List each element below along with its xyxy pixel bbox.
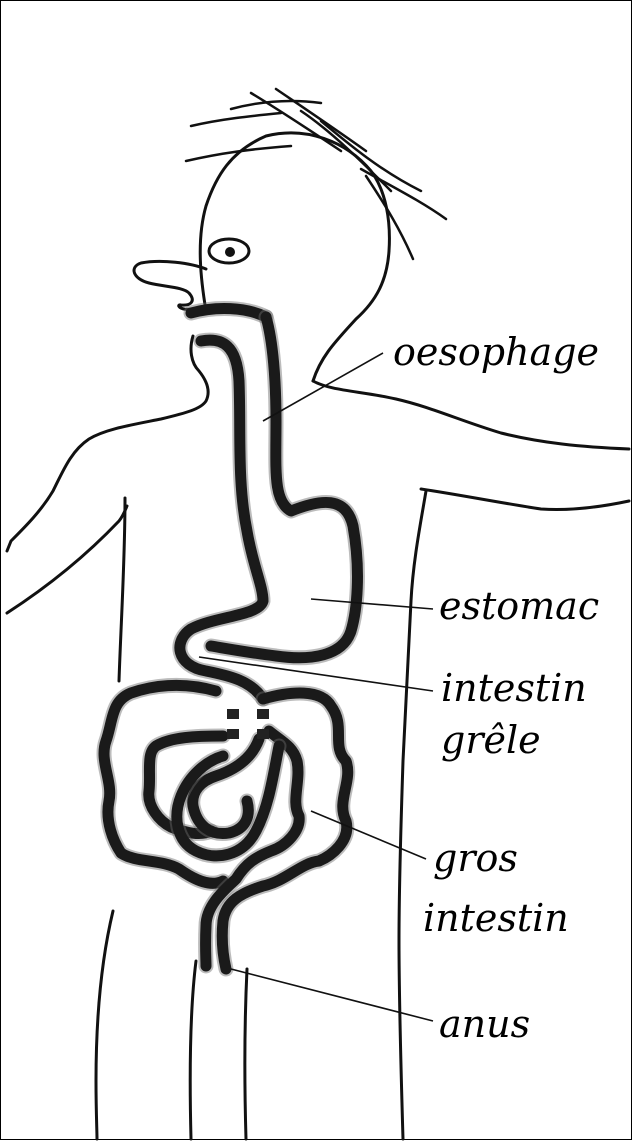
label-gros-intestin-line2: intestin — [423, 896, 569, 940]
label-intestin-grele-line1: intestin — [441, 666, 587, 710]
label-intestin-grele-line2: grêle — [441, 718, 541, 762]
hair-strokes — [186, 89, 446, 259]
digestive-tract — [104, 308, 357, 969]
label-gros-intestin-line1: gros — [433, 836, 518, 880]
labels: oesophage estomac intestin grêle gros in… — [393, 330, 599, 1046]
body-outline — [7, 133, 629, 1139]
leader-anus — [231, 969, 433, 1021]
label-estomac: estomac — [439, 584, 599, 628]
leader-estomac — [311, 599, 433, 609]
label-anus: anus — [439, 1002, 530, 1046]
label-oesophage: oesophage — [393, 330, 599, 374]
